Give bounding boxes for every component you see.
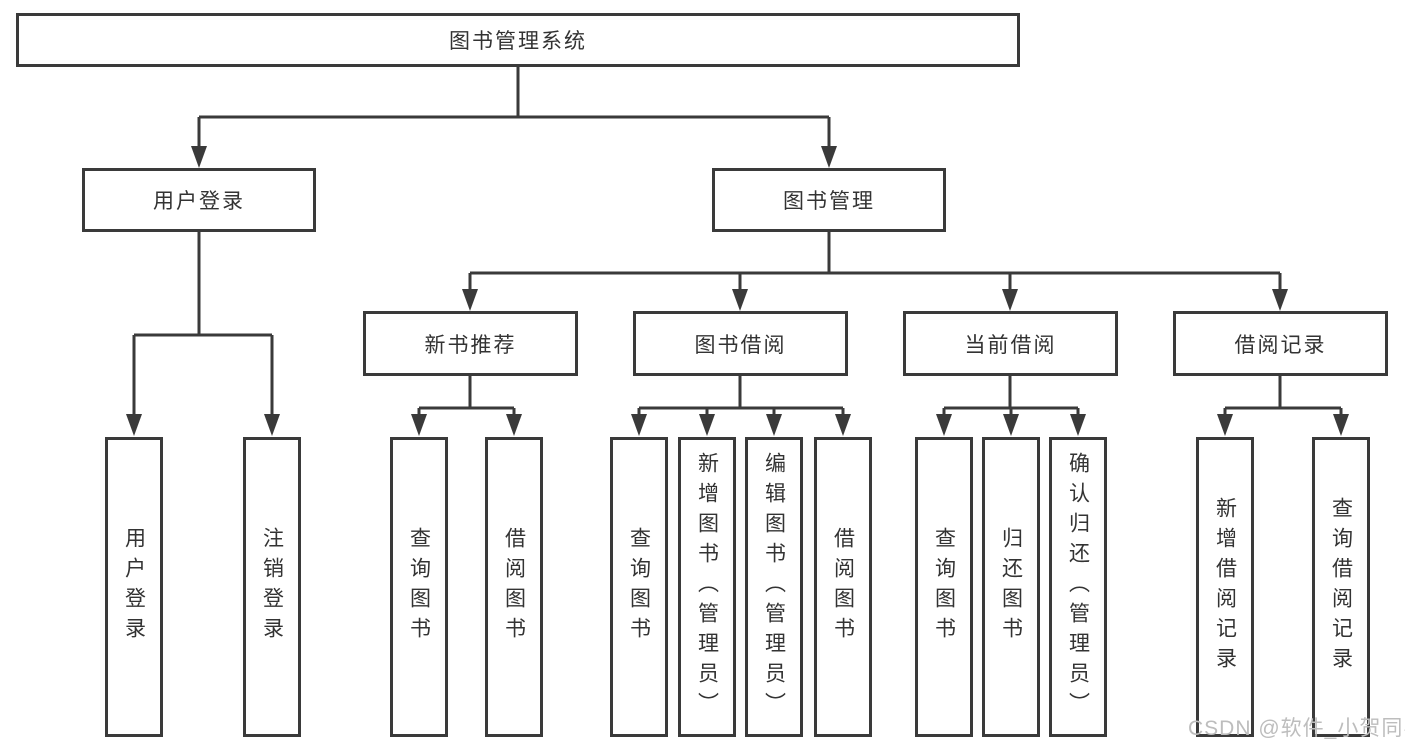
node-label: 用户登录 — [122, 527, 146, 647]
leaf-user-login: 用户登录 — [105, 437, 163, 737]
leaf-add-borrow-record: 新增借阅记录 — [1196, 437, 1254, 737]
leaf-borrow-books-2: 借阅图书 — [814, 437, 872, 737]
node-current-borrowing: 当前借阅 — [903, 311, 1118, 376]
node-label: 新增图书（管理员） — [695, 452, 719, 722]
node-label: 用户登录 — [153, 190, 245, 213]
node-label: 查询借阅记录 — [1329, 497, 1353, 677]
node-label: 图书管理系统 — [449, 30, 587, 53]
arrowhead-new-book-recommendation — [462, 289, 478, 311]
arrowhead-query-borrow-record — [1333, 414, 1349, 436]
node-book-management: 图书管理 — [712, 168, 946, 232]
node-label: 借阅图书 — [502, 527, 526, 647]
node-book-borrowing: 图书借阅 — [633, 311, 848, 376]
connector-user-login-to-leaves — [126, 232, 280, 436]
arrowhead-query-books-2 — [631, 414, 647, 436]
node-label: 注销登录 — [260, 527, 284, 647]
arrowhead-add-book-admin — [699, 414, 715, 436]
connector-borrowing-records-to-leaves — [1217, 376, 1349, 436]
leaf-query-books-2: 查询图书 — [610, 437, 668, 737]
node-label: 编辑图书（管理员） — [762, 452, 786, 722]
leaf-query-borrow-record: 查询借阅记录 — [1312, 437, 1370, 737]
node-label: 查询图书 — [407, 527, 431, 647]
connector-new-book-recommendation-to-leaves — [411, 376, 522, 436]
node-label: 图书借阅 — [694, 333, 787, 357]
node-user-login: 用户登录 — [82, 168, 316, 232]
arrowhead-current-borrowing — [1002, 289, 1018, 311]
arrowhead-leaf-logout — [264, 414, 280, 436]
arrowhead-edit-book-admin — [766, 414, 782, 436]
arrowhead-query-books-1 — [411, 414, 427, 436]
node-label: 确认归还（管理员） — [1066, 452, 1090, 722]
node-label: 借阅记录 — [1234, 333, 1327, 357]
node-label: 归还图书 — [999, 527, 1023, 647]
node-label: 借阅图书 — [831, 527, 855, 647]
arrowhead-user-login — [191, 146, 207, 168]
node-new-book-recommendation: 新书推荐 — [363, 311, 578, 376]
arrowhead-leaf-user-login — [126, 414, 142, 436]
arrowhead-return-book — [1003, 414, 1019, 436]
arrowhead-confirm-return-admin — [1070, 414, 1086, 436]
connector-current-borrowing-to-leaves — [936, 376, 1086, 436]
node-label: 图书管理 — [783, 190, 875, 213]
node-library-management-system: 图书管理系统 — [16, 13, 1020, 67]
leaf-confirm-return-admin: 确认归还（管理员） — [1049, 437, 1107, 737]
node-label: 当前借阅 — [964, 333, 1057, 357]
node-label: 查询图书 — [627, 527, 651, 647]
leaf-query-books-1: 查询图书 — [390, 437, 448, 737]
leaf-query-books-3: 查询图书 — [915, 437, 973, 737]
node-label: 查询图书 — [932, 527, 956, 647]
node-borrowing-records: 借阅记录 — [1173, 311, 1388, 376]
leaf-logout: 注销登录 — [243, 437, 301, 737]
leaf-edit-book-admin: 编辑图书（管理员） — [745, 437, 803, 737]
arrowhead-borrow-books-1 — [506, 414, 522, 436]
node-label: 新书推荐 — [424, 333, 517, 357]
connector-book-management-to-groups — [462, 232, 1288, 311]
connector-root-to-branches — [191, 67, 837, 168]
arrowhead-book-management — [821, 146, 837, 168]
arrowhead-query-books-3 — [936, 414, 952, 436]
leaf-return-book: 归还图书 — [982, 437, 1040, 737]
leaf-add-book-admin: 新增图书（管理员） — [678, 437, 736, 737]
arrowhead-borrow-books-2 — [835, 414, 851, 436]
connector-book-borrowing-to-leaves — [631, 376, 851, 436]
arrowhead-add-borrow-record — [1217, 414, 1233, 436]
arrowhead-book-borrowing — [732, 289, 748, 311]
csdn-watermark: CSDN @软件_小贺同学 — [1188, 717, 1405, 740]
arrowhead-borrowing-records — [1272, 289, 1288, 311]
leaf-borrow-books-1: 借阅图书 — [485, 437, 543, 737]
node-label: 新增借阅记录 — [1213, 497, 1237, 677]
